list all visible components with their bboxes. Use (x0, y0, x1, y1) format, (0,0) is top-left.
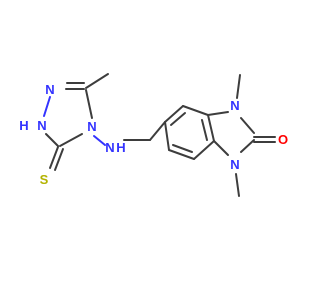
atom-n-benz-1: N (230, 98, 239, 113)
bond-triazole-n-n (43, 96, 51, 117)
bond-benzene-6 (164, 121, 170, 151)
molecule-diagram: N N H N S N H N N O (19, 73, 288, 197)
bond-n-benz-3-methyl (235, 173, 240, 197)
bond-c-s-double-b (54, 148, 64, 171)
atom-s: S (40, 172, 49, 187)
atom-n-benz-3: N (230, 157, 239, 172)
bond-benzene-3 (207, 114, 215, 142)
atom-n-amine: N (105, 140, 114, 155)
atom-n-triazole-top: N (45, 82, 54, 97)
atom-n-triazole-4: N (87, 119, 96, 134)
atom-h-amine: H (116, 140, 125, 155)
atom-o: O (278, 132, 288, 147)
bond-benzene-4 (193, 140, 215, 160)
bond-n4-n-amine (93, 135, 106, 146)
structure-drawing: N N H N S N H N N O (19, 73, 288, 197)
bond-benzene-1 (164, 105, 184, 123)
bond-triazole-c-thione-n4 (59, 133, 83, 147)
bond-benzene-5-inner (172, 144, 193, 153)
bond-n-benz-1-carbonyl (240, 117, 255, 134)
bond-triazole-n4-c-methyl (85, 89, 93, 119)
bond-c-n-benz-3 (213, 140, 229, 156)
bond-triazole-nh-c-thione (45, 133, 59, 147)
bond-benzene-5 (168, 149, 195, 160)
atom-h-triazole-nh: H (19, 118, 28, 133)
bond-benzene-2 (182, 105, 209, 116)
bond-benzene-3-inner (201, 119, 208, 141)
bond-ch2-ring (149, 121, 166, 141)
bond-c-s-double-a (49, 146, 59, 169)
bond-benzene-1-inner (170, 112, 186, 126)
bond-n-benz-1-methyl (236, 74, 241, 99)
atom-n-triazole-nh: N (37, 118, 46, 133)
bond-triazole-methyl (85, 73, 109, 89)
bond-c-n-benz-1 (207, 111, 229, 116)
bond-n-benz-3-carbonyl (240, 139, 255, 153)
